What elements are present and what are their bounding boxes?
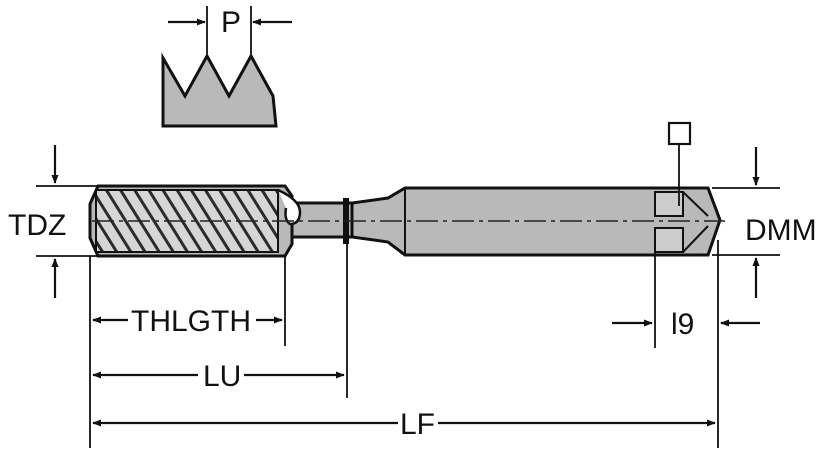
l9-dimension: l9 xyxy=(612,308,760,341)
pitch-label: P xyxy=(221,6,241,39)
tdz-dimension: TDZ xyxy=(8,145,98,298)
lu-dimension: LU xyxy=(92,360,345,393)
tap-body xyxy=(88,184,725,258)
lu-label: LU xyxy=(203,360,241,393)
tdz-label: TDZ xyxy=(8,209,66,242)
l9-label: l9 xyxy=(671,308,694,341)
dmm-dimension: DMM xyxy=(712,147,817,298)
lf-label: LF xyxy=(400,408,435,441)
lf-dimension: LF xyxy=(92,408,716,441)
length-extension-lines xyxy=(89,240,719,448)
thread-profile-icon xyxy=(161,52,278,128)
thlgth-label: THLGTH xyxy=(131,305,251,338)
thlgth-dimension: THLGTH xyxy=(92,305,283,338)
pitch-dimension: P xyxy=(168,6,292,54)
dmm-label: DMM xyxy=(745,214,817,247)
square-icon xyxy=(667,121,692,206)
